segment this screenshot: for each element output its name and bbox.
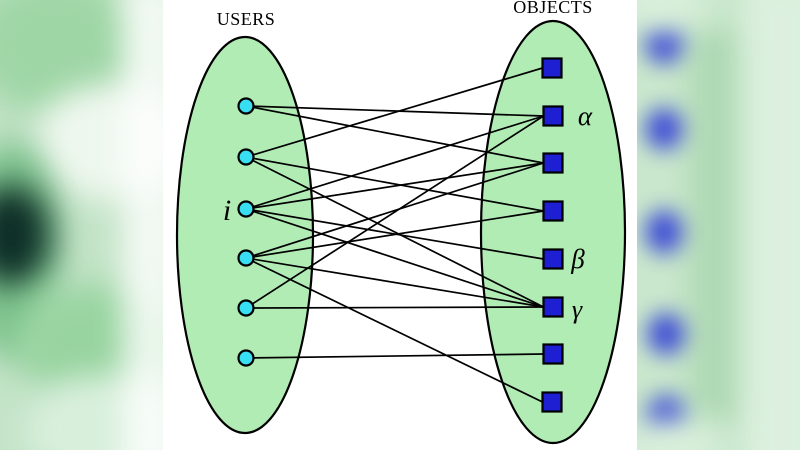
edge-u1-o3 bbox=[245, 105, 544, 164]
user-node-u6 bbox=[237, 349, 255, 367]
bg-white-bleed bbox=[122, 0, 163, 450]
edge-u5-o6 bbox=[245, 306, 544, 309]
bg-blue-blob bbox=[645, 108, 683, 150]
bg-blue-blob bbox=[647, 313, 685, 355]
edge-u3-o3 bbox=[245, 162, 544, 210]
object-node-o6 bbox=[542, 296, 564, 318]
users-ellipse bbox=[175, 35, 315, 435]
user-node-u2 bbox=[237, 148, 255, 166]
objects-ellipse bbox=[479, 19, 627, 445]
edge-u4-o4 bbox=[245, 210, 544, 259]
object-node-o3 bbox=[542, 152, 564, 174]
edge-u1-o2 bbox=[245, 105, 544, 117]
user-node-u5 bbox=[237, 299, 255, 317]
edge-lines bbox=[245, 67, 544, 403]
object-node-o2 bbox=[542, 105, 564, 127]
user-node-u3 bbox=[237, 200, 255, 218]
blurred-background-right bbox=[637, 0, 800, 450]
object-node-o5 bbox=[542, 248, 564, 270]
edge-u4-o3 bbox=[245, 162, 544, 259]
edge-u6-o7 bbox=[245, 353, 544, 359]
bg-green-column bbox=[689, 30, 741, 420]
edge-u2-o6 bbox=[245, 156, 544, 308]
blurred-background-left bbox=[0, 0, 163, 450]
bg-pale-column bbox=[745, 0, 800, 450]
u3-label: i bbox=[223, 194, 231, 227]
objects-group-label: OBJECTS bbox=[513, 0, 593, 17]
object-node-o7 bbox=[542, 343, 564, 365]
edge-u3-o2 bbox=[245, 115, 544, 210]
edge-u3-o6 bbox=[245, 208, 544, 308]
o6-label: γ bbox=[572, 295, 583, 324]
edge-u5-o2 bbox=[245, 115, 544, 309]
edge-u2-o4 bbox=[245, 156, 544, 212]
graph-nodes bbox=[237, 57, 564, 413]
user-node-u1 bbox=[237, 97, 255, 115]
o2-label: α bbox=[578, 101, 593, 131]
object-node-o4 bbox=[542, 200, 564, 222]
users-group-label: USERS bbox=[217, 9, 276, 29]
edge-u4-o8 bbox=[245, 257, 543, 403]
user-node-u4 bbox=[237, 249, 255, 267]
edge-u2-o1 bbox=[245, 67, 543, 158]
o5-label: β bbox=[570, 244, 585, 274]
edge-u4-o6 bbox=[245, 257, 544, 308]
object-node-o8 bbox=[541, 391, 563, 413]
node-labels: i α βγ bbox=[223, 101, 593, 324]
bg-blue-blob bbox=[645, 210, 683, 254]
object-node-o1 bbox=[541, 57, 563, 79]
